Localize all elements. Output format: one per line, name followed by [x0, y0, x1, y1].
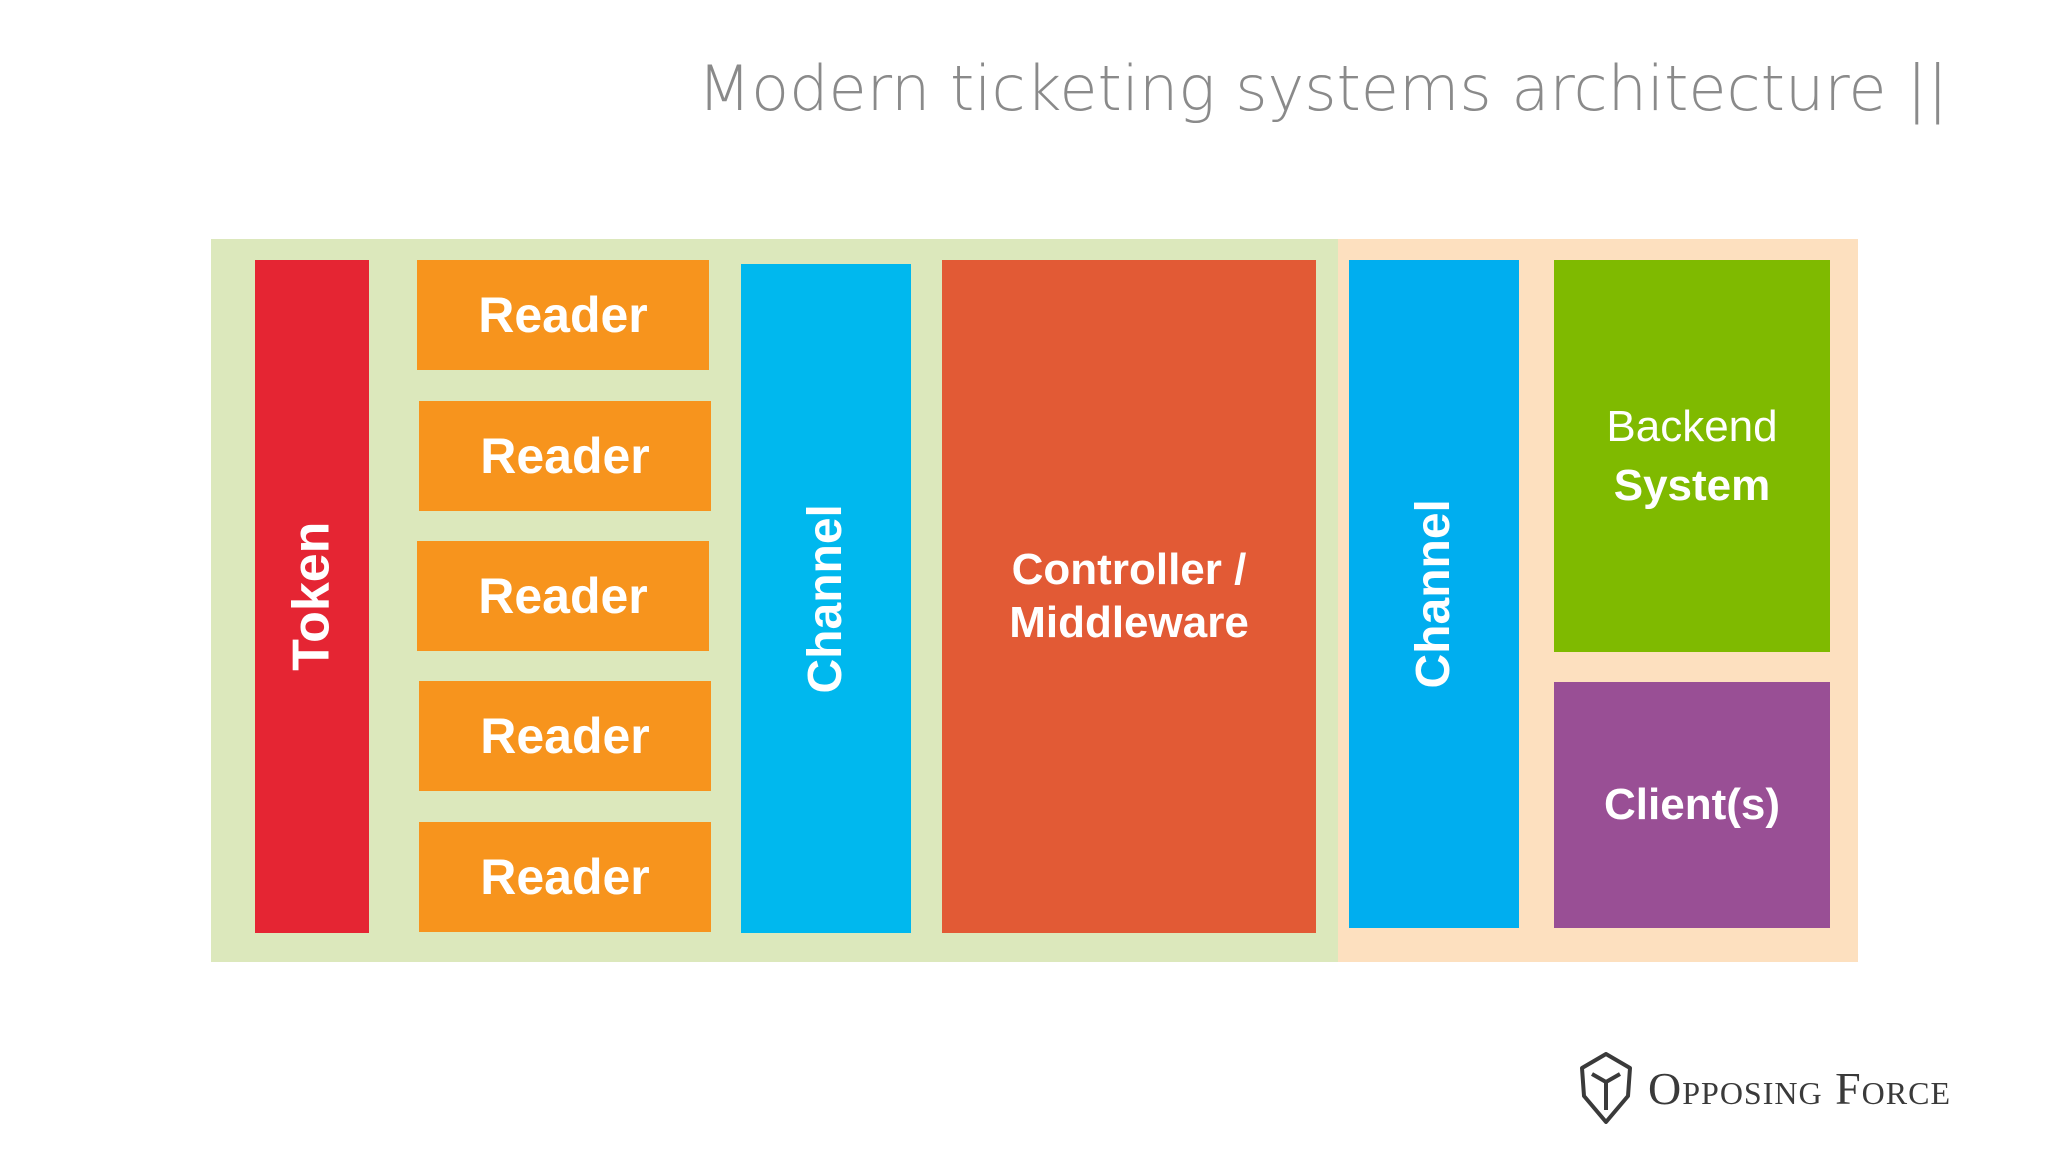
- slide-title: Modern ticketing systems architecture ||: [697, 52, 1948, 125]
- reader-label: Reader: [478, 568, 648, 624]
- backend-system-block: Backend System: [1554, 260, 1830, 652]
- reader-block: Reader: [417, 541, 709, 651]
- clients-label: Client(s): [1604, 779, 1780, 829]
- shield-icon: [1580, 1052, 1632, 1124]
- reader-block: Reader: [417, 260, 709, 370]
- token-label: Token: [282, 521, 341, 672]
- opposing-force-logo: Opposing Force: [1578, 1052, 1951, 1124]
- backend-label-line1: Backend: [1606, 401, 1778, 451]
- reader-label: Reader: [478, 287, 648, 343]
- backend-label-line2: System: [1613, 461, 1771, 510]
- reader-label: Reader: [480, 708, 650, 764]
- controller-label-line1: Controller /: [1011, 544, 1247, 594]
- reader-block: Reader: [419, 681, 711, 791]
- controller-middleware-block: Controller / Middleware: [942, 260, 1316, 933]
- reader-label: Reader: [480, 428, 650, 484]
- controller-label-line2: Middleware: [1009, 597, 1249, 647]
- clients-block: Client(s): [1554, 682, 1830, 928]
- reader-block: Reader: [419, 822, 711, 932]
- reader-block: Reader: [419, 401, 711, 511]
- channel-right-label: Channel: [1407, 499, 1461, 689]
- channel-left-label: Channel: [799, 503, 853, 694]
- reader-label: Reader: [480, 849, 650, 905]
- channel-right-block: Channel: [1349, 260, 1519, 928]
- logo-wordmark: Opposing Force: [1648, 1062, 1952, 1114]
- token-block: Token: [255, 260, 369, 933]
- channel-left-block: Channel: [741, 264, 911, 933]
